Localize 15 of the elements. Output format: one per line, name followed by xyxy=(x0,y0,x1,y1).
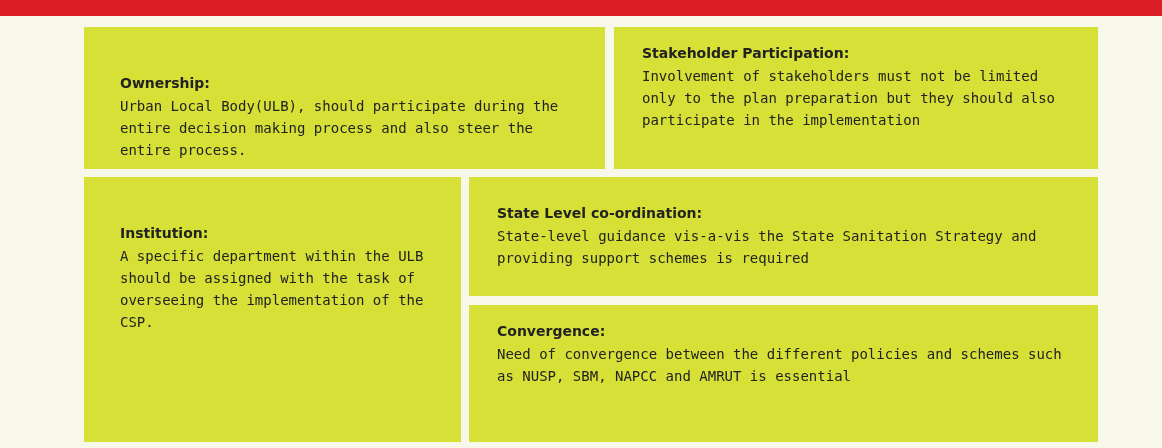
box-heading: Convergence: xyxy=(497,323,607,339)
box-description: State-level guidance vis-a-vis the State Sanitation Strategy and providing support schemes is required xyxy=(497,227,1038,268)
text-box xyxy=(84,27,605,169)
box-heading: Ownership: xyxy=(120,75,211,91)
text-box xyxy=(614,27,1098,169)
text-box xyxy=(84,177,461,442)
box-description: Involvement of stakeholders must not be limited only to the plan preparation but they should also participate in the implementation xyxy=(642,67,1056,130)
box-description: Need of convergence between the different policies and schemes such as NUSP, SBM, NAPCC and AMRUT is essential xyxy=(497,345,1063,386)
box-description: A specific department within the ULB should be assigned with the task of overseeing the implementation of the CSP. xyxy=(120,247,425,332)
box-description: Urban Local Body(ULB), should participate during the entire decision making process and also steer the entire process. xyxy=(120,97,560,160)
box-heading: Institution: xyxy=(120,225,210,241)
text-box xyxy=(469,305,1098,442)
box-heading: State Level co-ordination: xyxy=(497,205,704,221)
box-heading: Stakeholder Participation: xyxy=(642,45,851,61)
text-box xyxy=(469,177,1098,296)
